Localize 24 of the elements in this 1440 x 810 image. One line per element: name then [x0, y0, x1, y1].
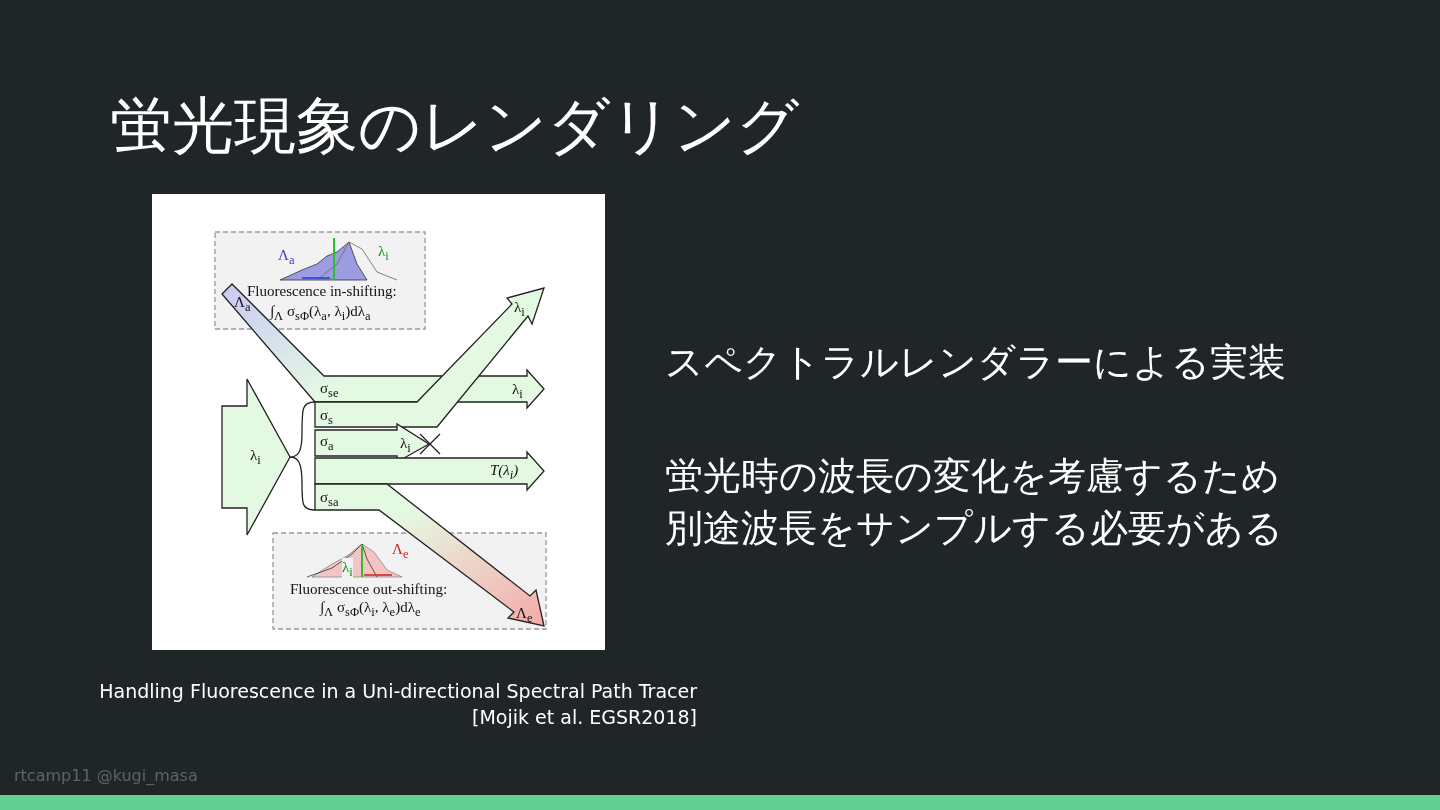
inset-heading: Fluorescence out-shifting: [290, 580, 448, 598]
spectrum-label: λ$_{i}$ [342, 558, 353, 581]
arrow-label: σ$_{s}$ [320, 406, 333, 429]
slide-text: 蛍光時の波長の変化を考慮するため別途波長をサンプルする必要がある [665, 453, 1284, 552]
arrow-label: λ$_{i}$ [514, 298, 525, 321]
arrow-label: σ$_{sa}$ [320, 488, 339, 511]
arrow-label: λ$_{i}$ [400, 434, 411, 457]
figure-caption: Handling Fluorescence in a Uni-directional Spectral Path Tracer [99, 680, 697, 702]
inset-heading: Fluorescence in-shifting: [247, 282, 397, 300]
arrow-label: σ$_{a}$ [320, 432, 334, 455]
footer-text: rtcamp11 @kugi_masa [14, 766, 198, 785]
arrow-label: T(λ$_{i}$) [490, 461, 519, 484]
slide-title: 蛍光現象のレンダリング [110, 88, 799, 164]
spectrum-label: Λ$_{a}$ [278, 246, 295, 269]
formula: ∫$_{Λ}$ σ$_{sΦ}$(λ$_{i}$, λ$_{e}$)dλ$_{e}$ [320, 598, 421, 621]
figure-citation: [Mojik et al. EGSR2018] [472, 706, 697, 728]
arrow-label: σ$_{se}$ [320, 379, 339, 402]
arrow-label: Λ$_{e}$ [516, 604, 533, 627]
spectrum-label: λ$_{i}$ [378, 242, 389, 265]
arrow-label: λ$_{i}$ [250, 446, 261, 469]
slide-text: スペクトラルレンダラーによる実装 [665, 339, 1286, 386]
arrow-label: λ$_{i}$ [512, 380, 523, 403]
spectrum-label: Λ$_{e}$ [392, 540, 409, 563]
formula: ∫$_{Λ}$ σ$_{sΦ}$(λ$_{a}$, λ$_{i}$)dλ$_{a}$ [270, 302, 371, 325]
